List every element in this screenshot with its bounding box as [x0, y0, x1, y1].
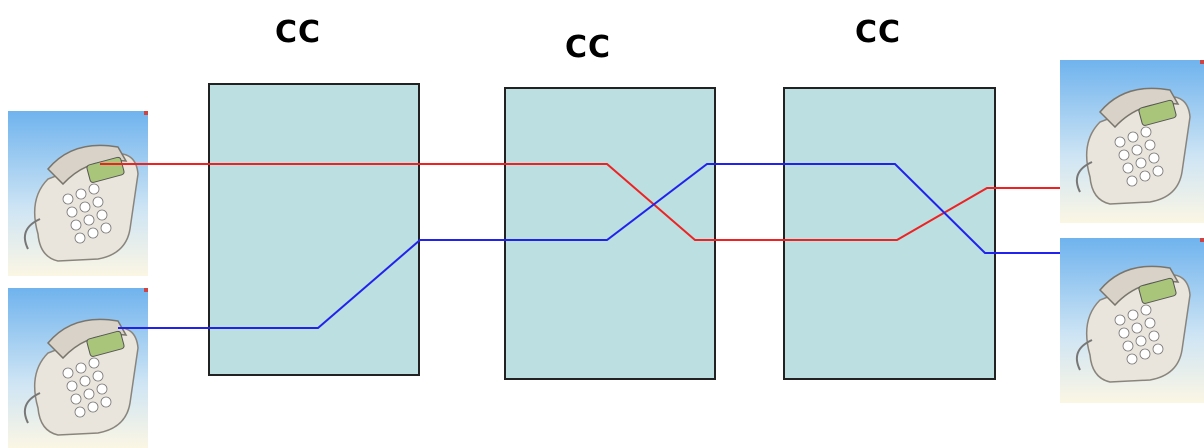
cc-label-3: CC [855, 15, 902, 50]
desk-telephone-icon [1060, 238, 1204, 403]
cc-label-1: CC [275, 15, 322, 50]
cc-switch-box-3 [783, 87, 996, 380]
red-circuit-path [100, 163, 1060, 241]
desk-telephone-icon [8, 288, 148, 448]
blue-circuit-path [118, 163, 1060, 329]
telephone-right-bottom [1060, 238, 1204, 403]
telephone-left-bottom [8, 288, 148, 448]
desk-telephone-icon [1060, 60, 1204, 223]
telephone-right-top [1060, 60, 1204, 223]
cc-label-2: CC [565, 30, 612, 65]
cc-switch-box-2 [504, 87, 716, 380]
telephone-left-top [8, 111, 148, 276]
desk-telephone-icon [8, 111, 148, 276]
